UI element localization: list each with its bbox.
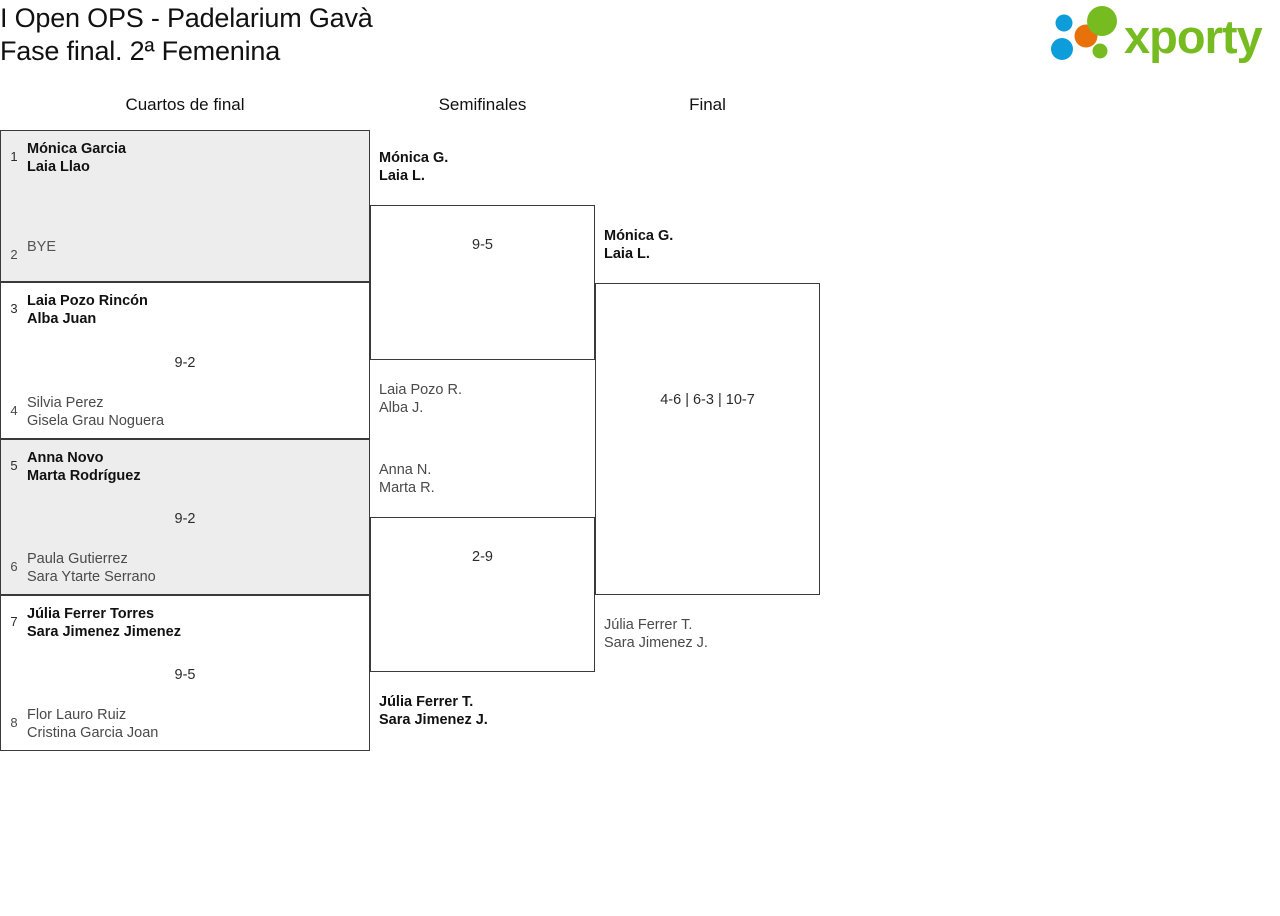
match-final-team-bottom[interactable]: Júlia Ferrer T. Sara Jimenez J. xyxy=(604,615,819,652)
team-names: Laia Pozo Rincón Alba Juan xyxy=(27,293,148,327)
team-names: Mónica G. Laia L. xyxy=(379,150,449,184)
match-qf-1[interactable]: 1 Mónica Garcia Laia Llao 2 BYE xyxy=(0,130,370,282)
match-qf-4-score: 9-5 xyxy=(174,667,196,683)
team-names: Flor Lauro Ruiz Cristina Garcia Joan xyxy=(27,707,159,741)
tournament-name: I Open OPS - Padelarium Gavà xyxy=(0,3,373,33)
match-sf-2-score: 2-9 xyxy=(472,549,493,565)
match-final-score: 4-6 | 6-3 | 10-7 xyxy=(660,392,755,408)
match-qf-4-team-bottom[interactable]: 8 Flor Lauro Ruiz Cristina Garcia Joan xyxy=(1,705,369,742)
team-names: Anna Novo Marta Rodríguez xyxy=(27,450,141,484)
team-names: BYE xyxy=(27,239,57,255)
match-qf-3-score: 9-2 xyxy=(174,511,196,527)
xporty-logo-svg: xporty xyxy=(1051,6,1264,63)
match-qf-2[interactable]: 3 Laia Pozo Rincón Alba Juan 4 Silvia Pe… xyxy=(0,282,370,439)
seed-number: 2 xyxy=(10,247,18,262)
match-final[interactable]: Mónica G. Laia L. Júlia Ferrer T. Sara J… xyxy=(595,228,820,651)
match-final-team-top[interactable]: Mónica G. Laia L. xyxy=(604,226,819,263)
page-title: I Open OPS - Padelarium Gavà Fase final.… xyxy=(0,2,900,68)
team-names: Laia Pozo R. Alba J. xyxy=(379,382,463,416)
team-names: Paula Gutierrez Sara Ytarte Serrano xyxy=(27,551,156,585)
match-qf-3[interactable]: 5 Anna Novo Marta Rodríguez 6 Paula Guti… xyxy=(0,439,370,595)
logo-dot-blue-small xyxy=(1055,14,1073,32)
match-qf-1-team-top[interactable]: 1 Mónica Garcia Laia Llao xyxy=(1,139,369,176)
match-qf-3-team-top[interactable]: 5 Anna Novo Marta Rodríguez xyxy=(1,448,369,485)
match-qf-4[interactable]: 7 Júlia Ferrer Torres Sara Jimenez Jimen… xyxy=(0,595,370,751)
match-sf-1-team-top[interactable]: Mónica G. Laia L. xyxy=(379,148,594,185)
match-sf-2[interactable]: Anna N. Marta R. Júlia Ferrer T. Sara Ji… xyxy=(370,462,595,728)
seed-number: 8 xyxy=(10,715,18,730)
seed-number: 4 xyxy=(10,403,18,418)
seed-number: 6 xyxy=(10,559,18,574)
match-qf-1-team-bottom[interactable]: 2 BYE xyxy=(1,237,369,273)
match-sf-1-score: 9-5 xyxy=(472,237,493,253)
match-sf-2-team-top[interactable]: Anna N. Marta R. xyxy=(379,460,594,497)
match-sf-1-team-bottom[interactable]: Laia Pozo R. Alba J. xyxy=(379,380,594,417)
team-names: Silvia Perez Gisela Grau Noguera xyxy=(27,395,165,429)
seed-number: 5 xyxy=(10,458,18,473)
logo-dot-blue-large xyxy=(1051,38,1073,60)
team-names: Mónica Garcia Laia Llao xyxy=(27,141,127,175)
seed-number: 1 xyxy=(10,149,18,164)
seed-number: 3 xyxy=(10,301,18,316)
tournament-phase: Fase final. 2ª Femenina xyxy=(0,36,281,66)
team-names: Júlia Ferrer Torres Sara Jimenez Jimenez xyxy=(27,606,181,640)
logo-wordmark: xporty xyxy=(1124,10,1263,63)
team-names: Mónica G. Laia L. xyxy=(604,228,674,262)
team-names: Júlia Ferrer T. Sara Jimenez J. xyxy=(379,694,488,728)
match-sf-1[interactable]: Mónica G. Laia L. Laia Pozo R. Alba J. 9… xyxy=(370,150,595,416)
round-header-semifinals: Semifinales xyxy=(438,95,527,114)
logo-dot-green-large xyxy=(1087,6,1117,36)
round-header-final: Final xyxy=(689,95,726,114)
match-qf-4-team-top[interactable]: 7 Júlia Ferrer Torres Sara Jimenez Jimen… xyxy=(1,604,369,641)
team-names: Anna N. Marta R. xyxy=(379,462,435,496)
seed-number: 7 xyxy=(10,614,18,629)
match-sf-2-team-bottom[interactable]: Júlia Ferrer T. Sara Jimenez J. xyxy=(379,692,594,729)
match-qf-2-score: 9-2 xyxy=(174,355,196,371)
match-qf-2-team-top[interactable]: 3 Laia Pozo Rincón Alba Juan xyxy=(1,291,369,328)
match-qf-3-team-bottom[interactable]: 6 Paula Gutierrez Sara Ytarte Serrano xyxy=(1,549,369,586)
round-header-quarterfinals: Cuartos de final xyxy=(125,95,245,114)
xporty-logo[interactable]: xporty xyxy=(1046,6,1274,66)
team-names: Júlia Ferrer T. Sara Jimenez J. xyxy=(604,617,708,651)
match-qf-2-team-bottom[interactable]: 4 Silvia Perez Gisela Grau Noguera xyxy=(1,393,369,430)
logo-dot-green-small xyxy=(1092,43,1108,59)
